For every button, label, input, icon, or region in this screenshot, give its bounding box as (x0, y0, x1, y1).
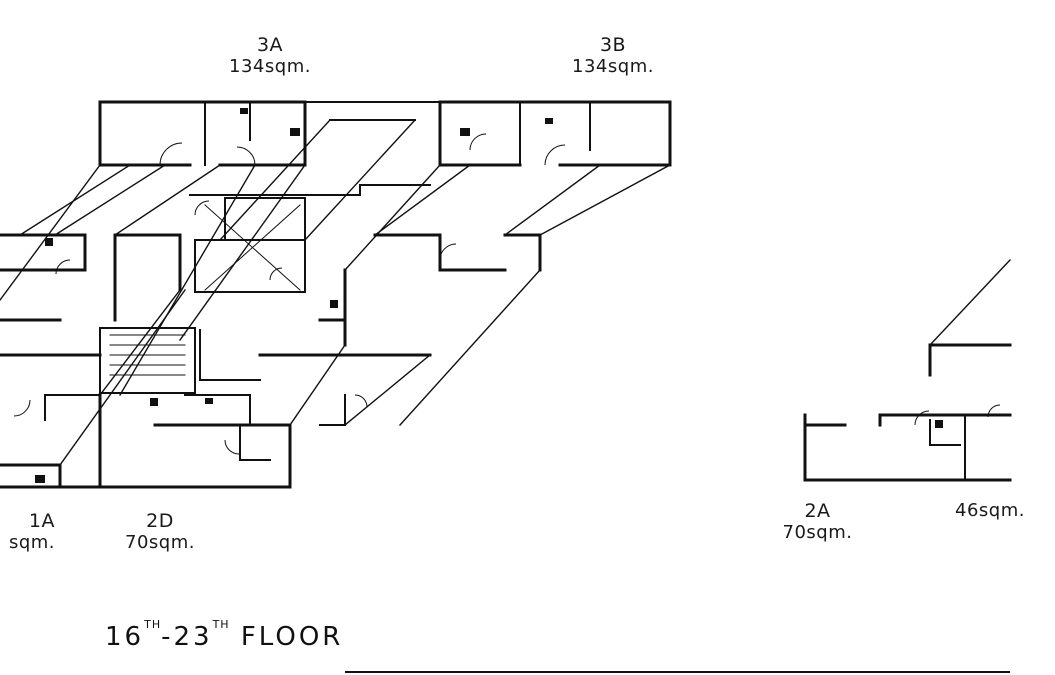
floor-to-suffix: TH (212, 618, 230, 631)
core-walls (99, 197, 306, 394)
floor-from: 16 (105, 622, 145, 652)
unit-2a-area: 70sqm. (782, 522, 853, 543)
floor-dash: - (161, 622, 174, 652)
floor-plan-sheet: 3A 134sqm. 3B 134sqm. 1A sqm. 2D 70sqm. … (0, 34, 1024, 673)
unit-3b-code: 3B (599, 34, 627, 56)
unit-3a-area: 134sqm. (229, 56, 311, 77)
floor-word: FLOOR (240, 622, 344, 652)
upper-corridor-walls (189, 101, 441, 196)
floor-to: 23 (173, 622, 213, 652)
floor-plan-drawing (0, 100, 1012, 489)
unit-1b-label: 46sqm. (955, 500, 1055, 522)
unit-3a-label: 3A 134sqm. (205, 34, 335, 78)
left-wing-walls (0, 233, 182, 489)
unit-2a-code: 2A (804, 500, 831, 522)
floor-from-suffix: TH (144, 618, 162, 631)
unit-3b-walls (438, 100, 672, 167)
right-wing-walls (803, 343, 1012, 482)
floor-title: 16TH-23TH FLOOR (105, 618, 344, 652)
unit-2d-label: 2D 70sqm. (105, 510, 215, 554)
unit-3a-code: 3A (256, 34, 284, 56)
unit-2a-label: 2A 70sqm. (760, 500, 875, 544)
unit-1a-area: sqm. (8, 532, 55, 553)
unit-2d-area: 70sqm. (125, 532, 195, 553)
unit-3b-area: 134sqm. (572, 56, 654, 77)
door-swings (13, 133, 1001, 455)
unit-3a-walls (98, 100, 307, 167)
leader-lines (0, 119, 1011, 466)
unit-1b-area: 46sqm. (955, 500, 1025, 521)
unit-2d-code: 2D (146, 510, 174, 532)
unit-2d-walls (98, 393, 292, 489)
unit-1a-code: 1A (28, 510, 55, 532)
unit-3b-label: 3B 134sqm. (548, 34, 678, 78)
unit-1a-label: 1A sqm. (0, 510, 55, 554)
bottom-rule (345, 671, 1010, 673)
fixtures (35, 108, 943, 483)
